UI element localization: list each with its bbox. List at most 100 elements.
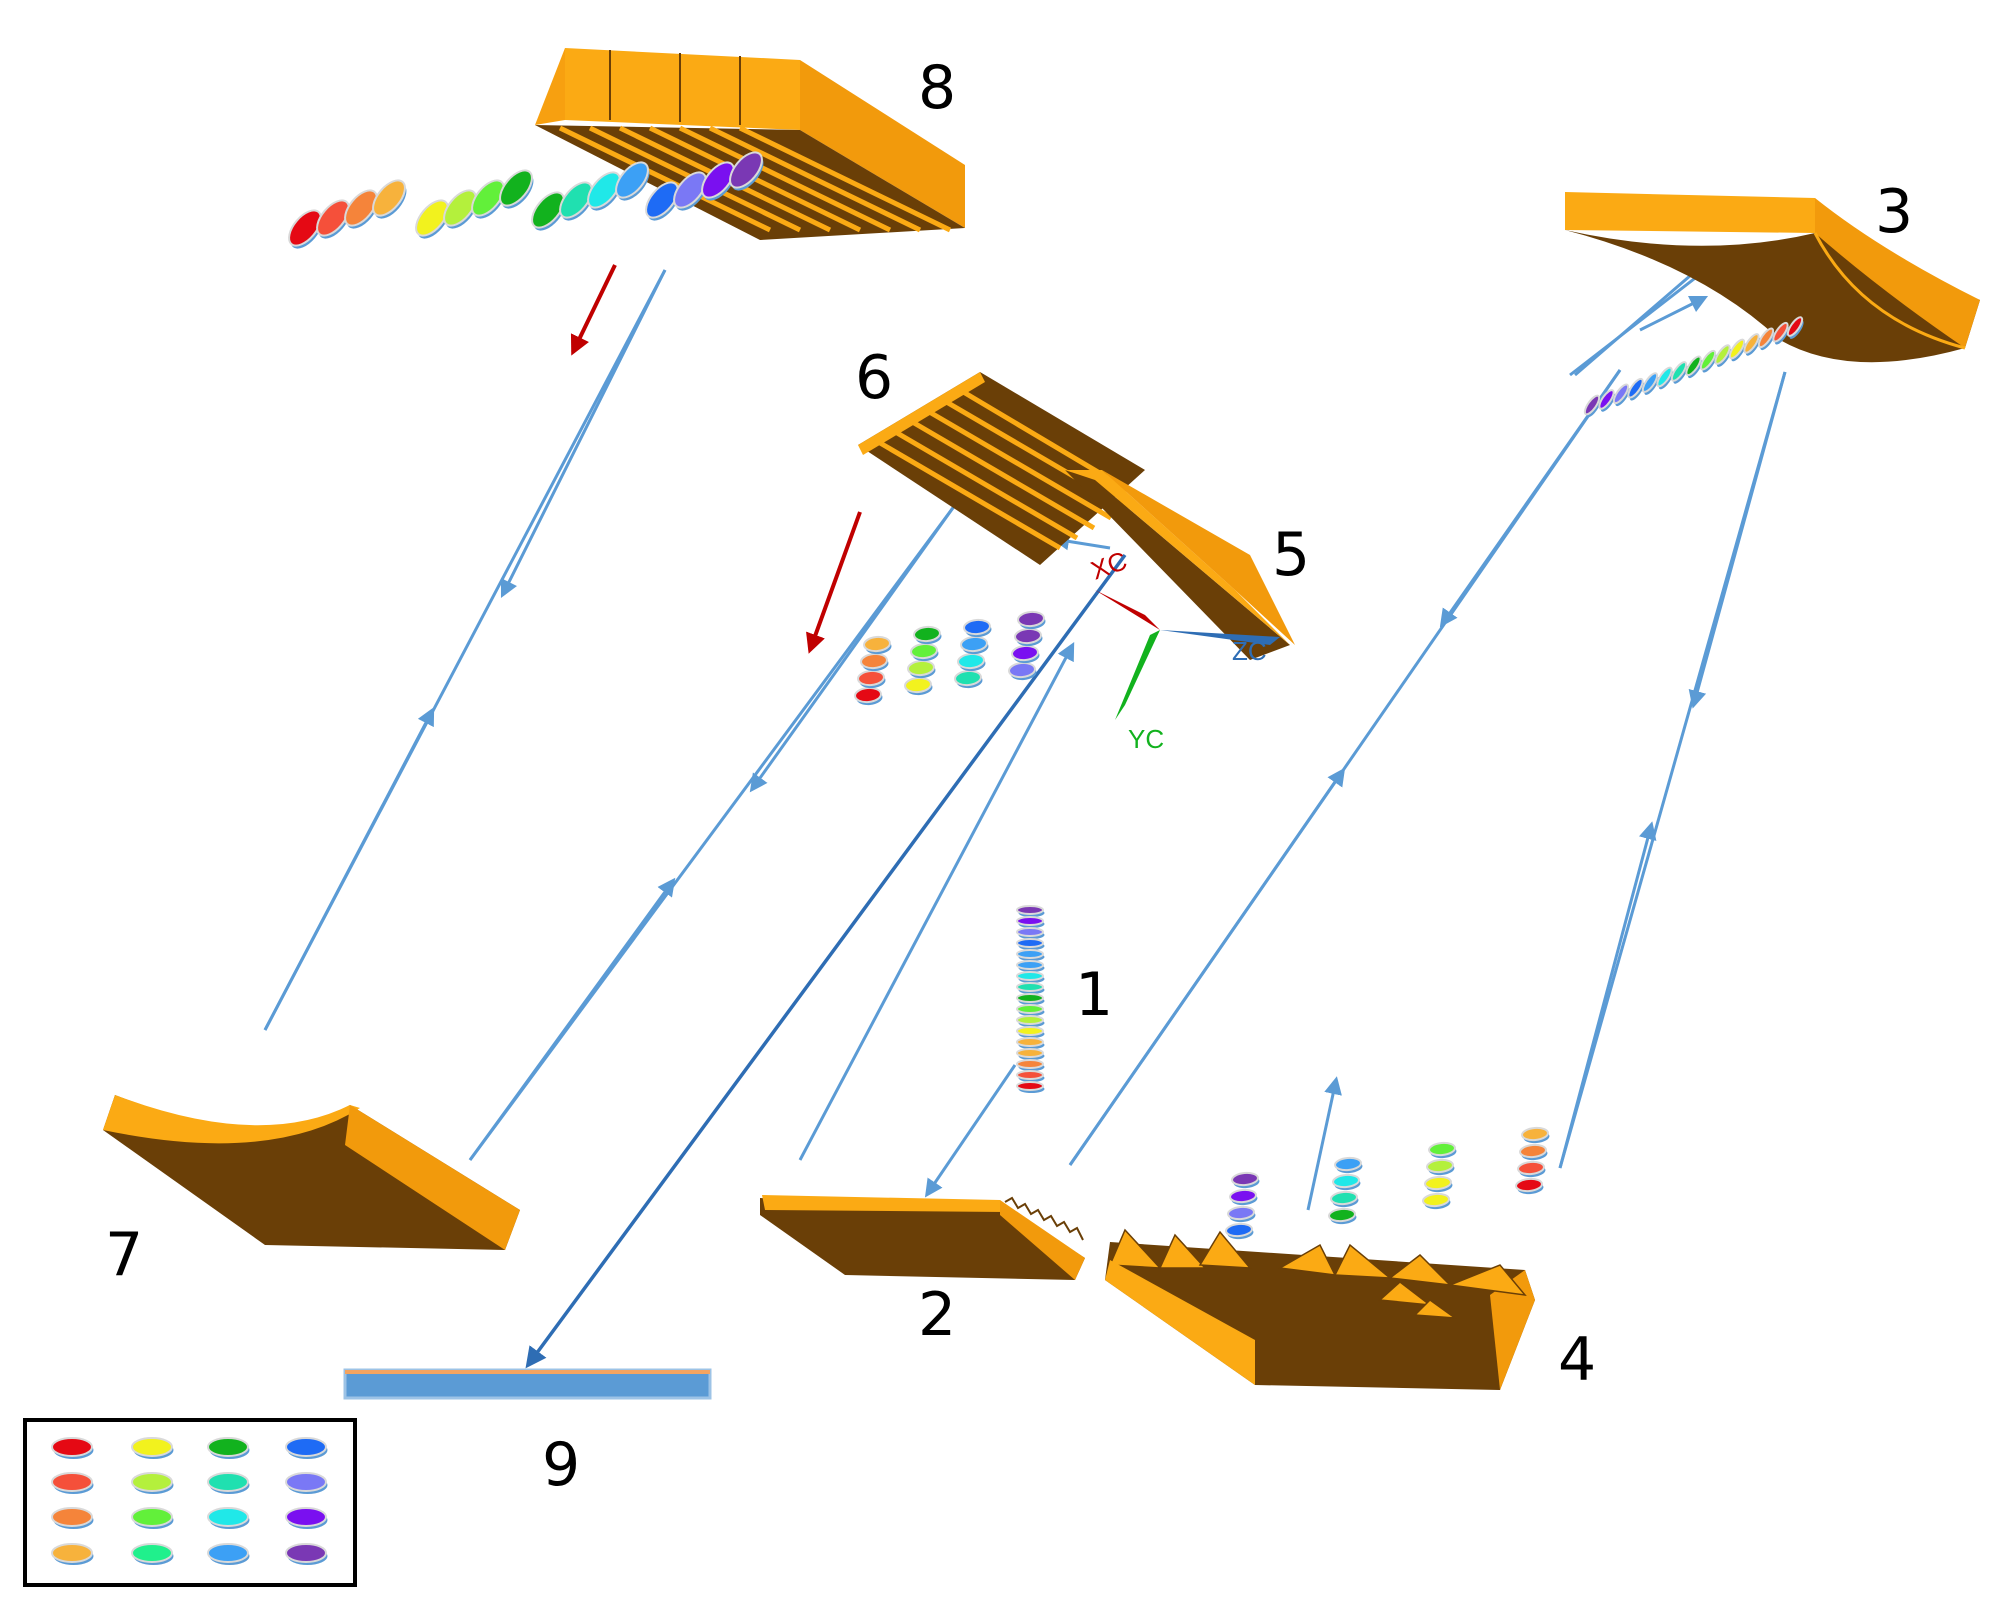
axis-x-label: XC [1087,545,1131,586]
ray-marker [500,269,667,599]
spectrum-ellipse [1229,1188,1258,1206]
spectrum-ellipse [957,652,986,672]
legend-swatch [285,1507,328,1529]
spectrum-ellipse [1016,916,1045,928]
spectrum-ellipse [910,642,939,662]
spectrum-ellipse [860,652,889,672]
spectrum-ellipse [1422,1192,1451,1210]
spectrum-ellipse [1016,1015,1045,1027]
legend-swatch [207,1543,250,1565]
legend-swatch [131,1543,174,1565]
spectrum-ellipse [857,669,886,689]
spectrum-ellipse [1008,661,1037,681]
spectrum-ellipse [531,191,566,231]
legend-swatch [51,1472,94,1494]
spectrum-ellipse [1757,327,1775,351]
red-arrow-6 [806,511,862,654]
spectrum-ellipse [1016,1059,1045,1071]
spectrum-ellipse [673,171,708,211]
spectra-group [288,151,1804,1240]
red-arrow-8 [570,264,617,356]
legend-swatch [285,1472,328,1494]
spectrum-ellipse [415,199,450,239]
spectrum-ellipse [701,161,736,201]
spectrum-ellipse [559,181,594,221]
legend-swatch [131,1507,174,1529]
legend-swatch [207,1472,250,1494]
spectrum-ellipse [1330,1190,1359,1208]
spectrum-ellipse [1016,1070,1045,1082]
legend-swatch [285,1543,328,1565]
legend-swatch [207,1507,250,1529]
ray-marker [1639,295,1709,332]
spectrum-ellipse [1011,644,1040,664]
spectrum-ellipse [1328,1207,1357,1225]
ray-marker [1068,767,1346,1166]
spectrum-ellipse [913,625,942,645]
label-3: 3 [1875,177,1913,247]
legend-swatch [207,1437,250,1459]
spectrum-ellipse [1014,627,1043,647]
spectrum-ellipse [1016,1048,1045,1060]
label-9: 9 [542,1430,580,1500]
spectrum-ellipse [1517,1160,1546,1178]
legend-swatch [51,1437,94,1459]
ray-marker [1688,371,1787,709]
component-labels: 1 2 3 4 5 6 7 8 9 [105,53,1913,1500]
spectrum-ellipse [1714,344,1732,367]
spectrum-ellipse [1515,1177,1544,1195]
spectrum-ellipse [1016,949,1045,961]
spectrum-ellipse [1598,389,1616,412]
legend-swatch [131,1437,174,1459]
spectrum-ellipse [372,179,407,219]
spectrum-ellipse [1017,610,1046,630]
spectrum-ellipse [1728,338,1746,362]
spectrum-ellipse [1231,1171,1260,1189]
spectrum-ellipse [645,181,680,221]
mirror-3 [1565,192,1980,363]
grating-6 [858,372,1145,565]
spectrum-ellipse [1016,971,1045,983]
spectrum-ellipse [1016,960,1045,972]
spectrum-ellipse [1743,333,1761,356]
color-legend [23,1418,357,1587]
grating-2 [760,1195,1085,1280]
spectrum-ellipse [1641,372,1659,395]
spectrum-ellipse [1612,383,1630,407]
axis-z-label: ZC [1232,636,1267,666]
mirror-7 [103,1095,520,1250]
label-1: 1 [1075,960,1113,1030]
spectrum-ellipse [344,189,379,229]
spectrum-ellipse [1016,1081,1045,1093]
ray-marker [468,877,676,1161]
spectrum-ellipse [1332,1173,1361,1191]
spectrum-ellipse [1227,1205,1256,1223]
spectrum-ellipse [1016,1037,1045,1049]
spectrum-ellipse [587,171,622,211]
legend-swatch [131,1472,174,1494]
label-8: 8 [918,53,956,123]
spectrum-ellipse [1685,355,1703,379]
spectrum-ellipse [854,686,883,706]
spectrum-ellipse [1772,321,1790,345]
spectrum-ellipse [443,189,478,229]
detector-9 [343,1368,712,1400]
spectrum-ellipse [1656,366,1674,390]
ray-5-6-junction [1051,532,1111,551]
ray-slit-to-grating2 [924,1064,1017,1198]
ray-to-detector [525,553,1127,1369]
spectrum-ellipse [1426,1158,1455,1176]
label-5: 5 [1272,520,1310,590]
spectrum-ellipse [1016,1004,1045,1016]
spectrum-ellipse [729,151,764,191]
spectrum-ellipse [1670,361,1688,384]
spectrum-ellipse [1225,1222,1254,1240]
ray-marker [1558,821,1657,1169]
spectrum-ellipse [1016,1026,1045,1038]
spectrum-ellipse [288,209,323,249]
label-7: 7 [105,1220,143,1290]
ray-up-arrow [1306,1076,1342,1211]
light-rays [263,248,1787,1211]
mirror-5 [1065,470,1295,660]
spectrum-ellipse [960,635,989,655]
